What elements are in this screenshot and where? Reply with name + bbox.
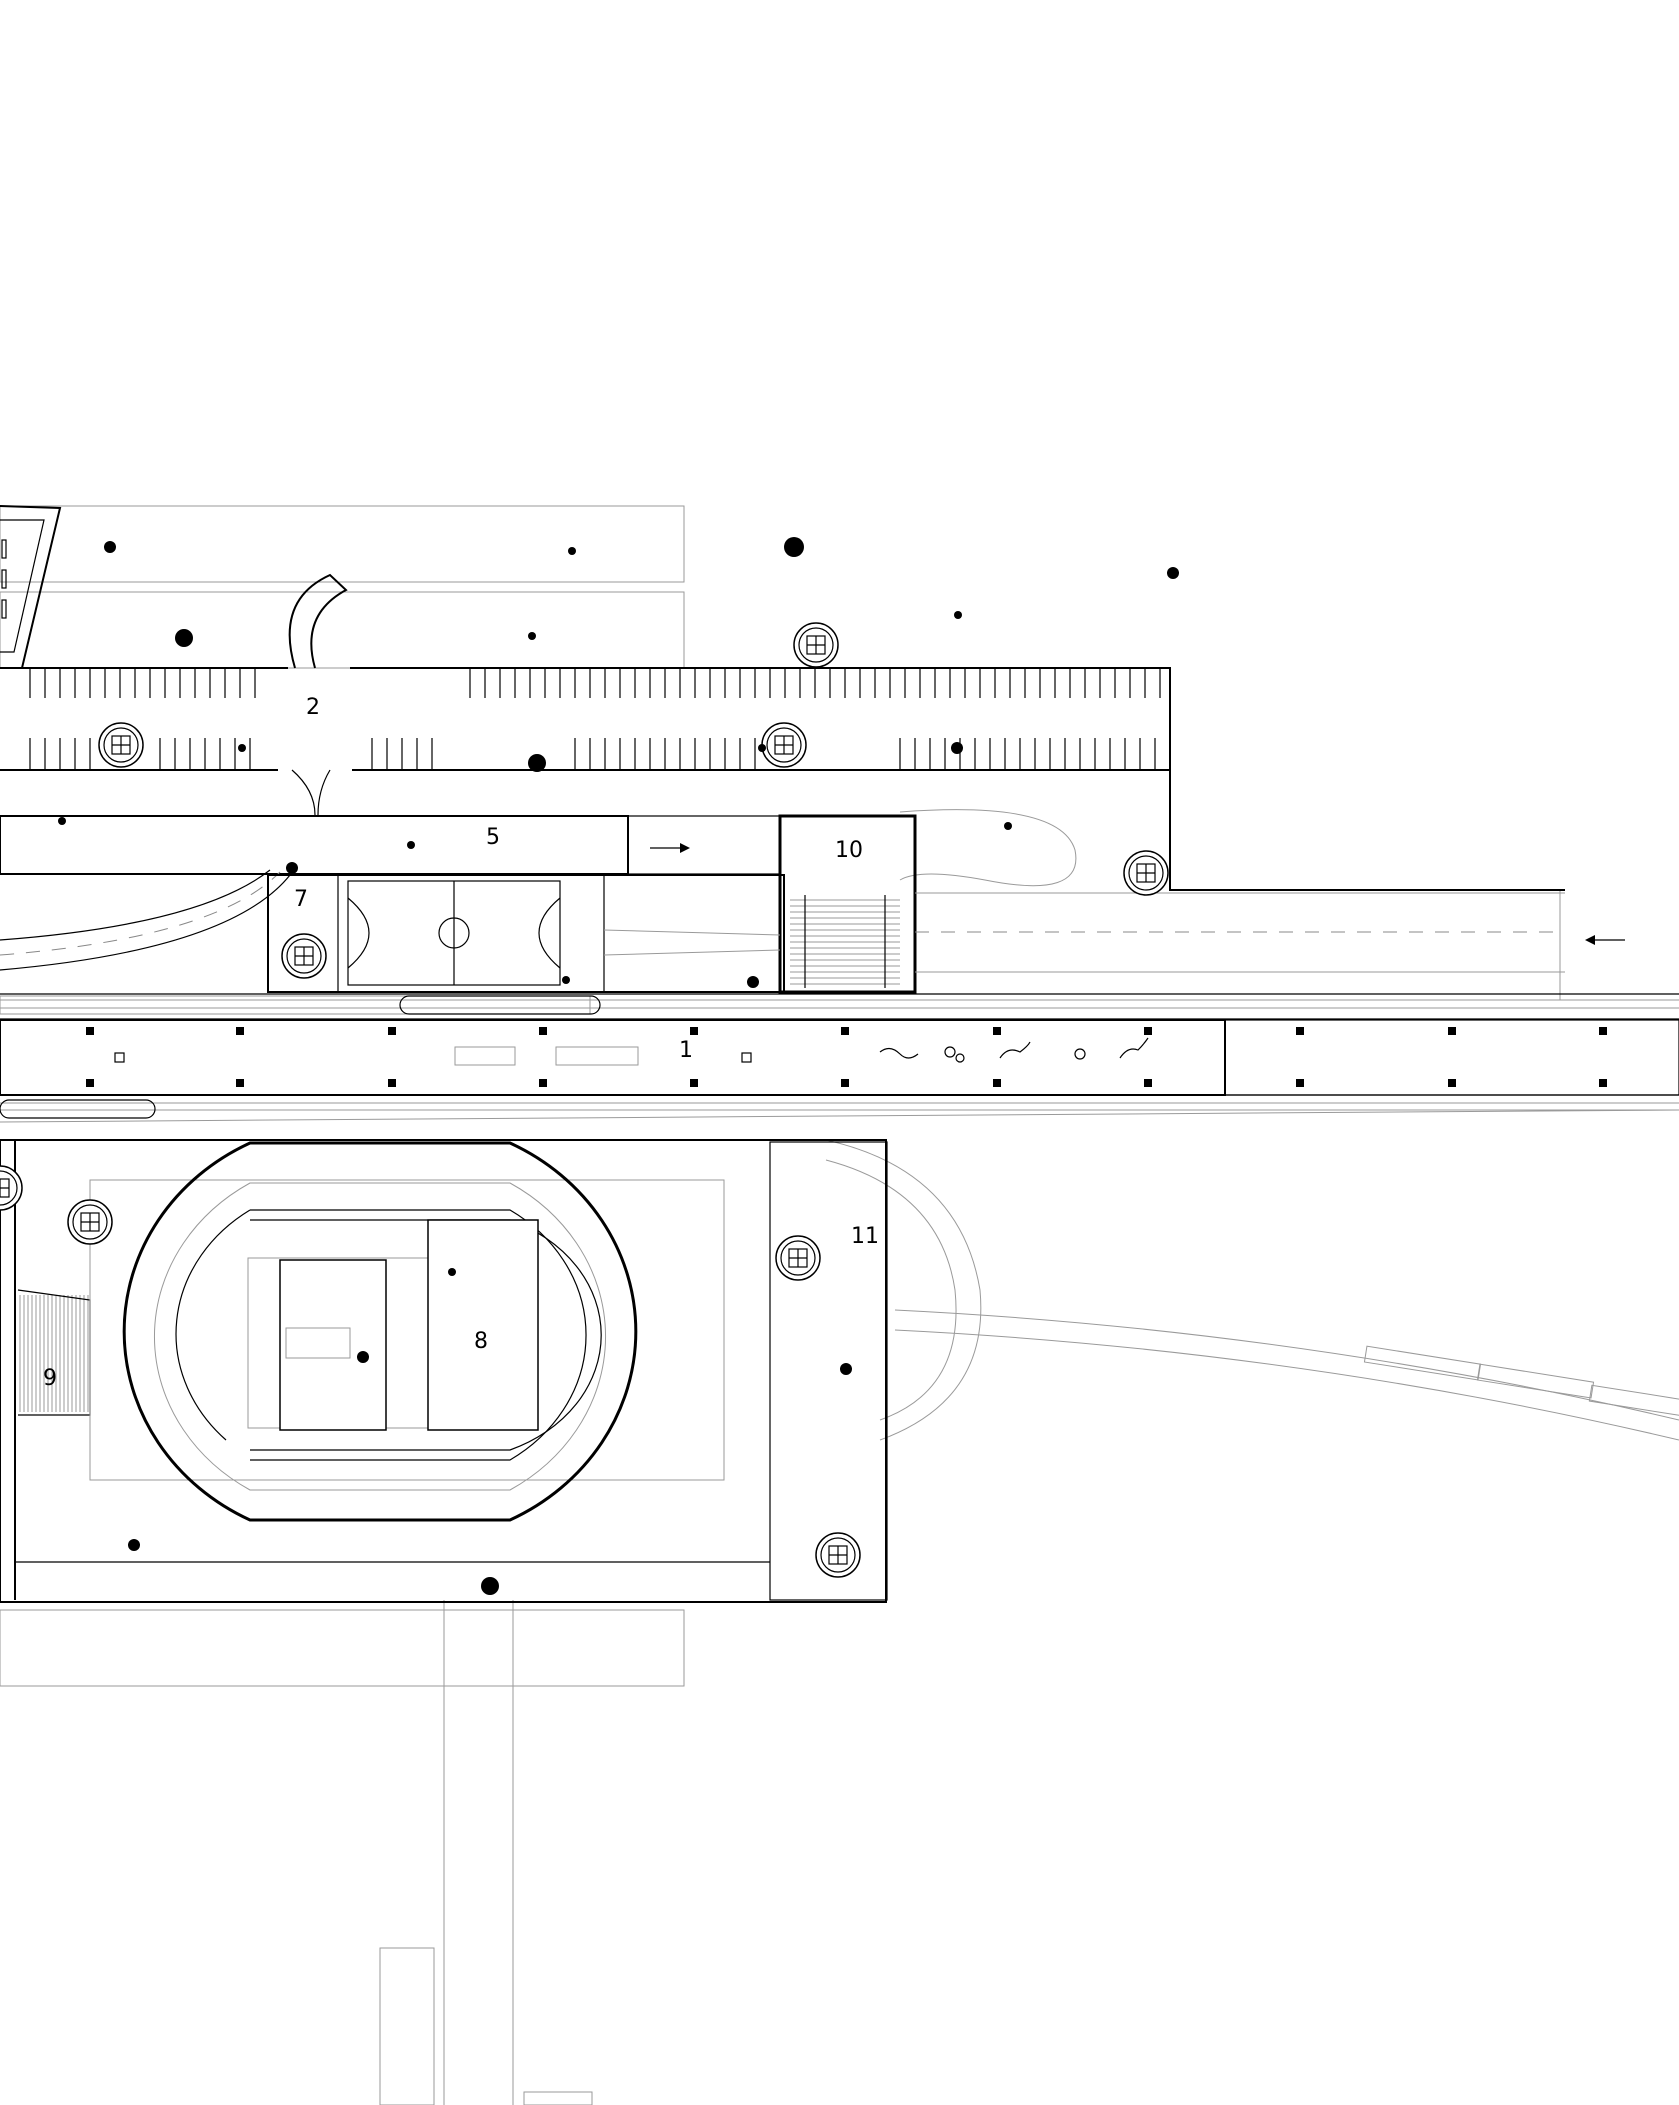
rail-tracks: [0, 993, 1679, 1119]
sports-court-block: [267, 874, 785, 993]
zone-label-10: 10: [835, 838, 863, 863]
zone-label-2: 2: [306, 695, 320, 720]
zone-label-1: 1: [679, 1038, 693, 1063]
site-context-lines: [0, 505, 1679, 2105]
zone-label-8: 8: [474, 1329, 488, 1354]
zone-label-11: 11: [851, 1224, 879, 1249]
tree-dots: [58, 537, 1179, 1595]
angled-building: [0, 505, 62, 669]
road-strip: [0, 814, 1625, 994]
platform: [0, 1019, 1679, 1096]
zone-label-7: 7: [294, 887, 308, 912]
zone-label-9: 9: [43, 1366, 57, 1391]
lower-block: [0, 1139, 888, 1603]
zone-label-5: 5: [486, 825, 500, 850]
parking-deck: [0, 573, 1565, 891]
circulation-cores: [0, 622, 1169, 1578]
